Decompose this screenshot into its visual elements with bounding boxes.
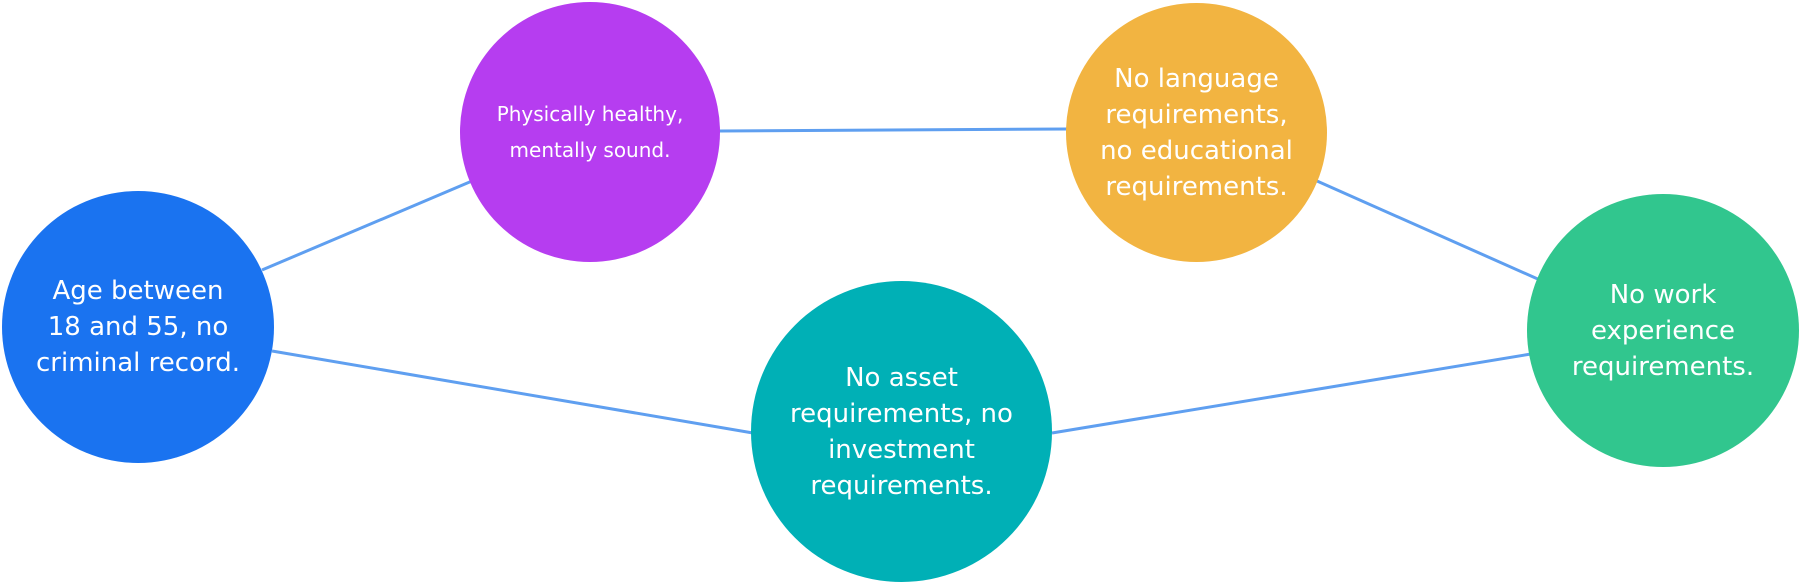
edge-age-health [261,179,473,272]
node-health: Physically healthy, mentally sound. [460,2,720,262]
edge-language-work [1316,179,1541,282]
edge-asset-work [1051,352,1532,435]
edge-health-language [719,127,1069,133]
node-language-label: No language requirements, no educational… [1100,63,1293,202]
node-work: No work experience requirements. [1527,194,1799,467]
node-health-label: Physically healthy, mentally sound. [496,102,684,162]
node-asset-label: No asset requirements, no investment req… [790,362,1013,501]
edge-age-asset [271,349,754,435]
node-age: Age between 18 and 55, no criminal recor… [2,191,274,463]
node-asset: No asset requirements, no investment req… [751,281,1052,582]
node-age-label: Age between 18 and 55, no criminal recor… [36,276,240,378]
node-work-label: No work experience requirements. [1571,279,1755,382]
node-language: No language requirements, no educational… [1066,3,1327,262]
